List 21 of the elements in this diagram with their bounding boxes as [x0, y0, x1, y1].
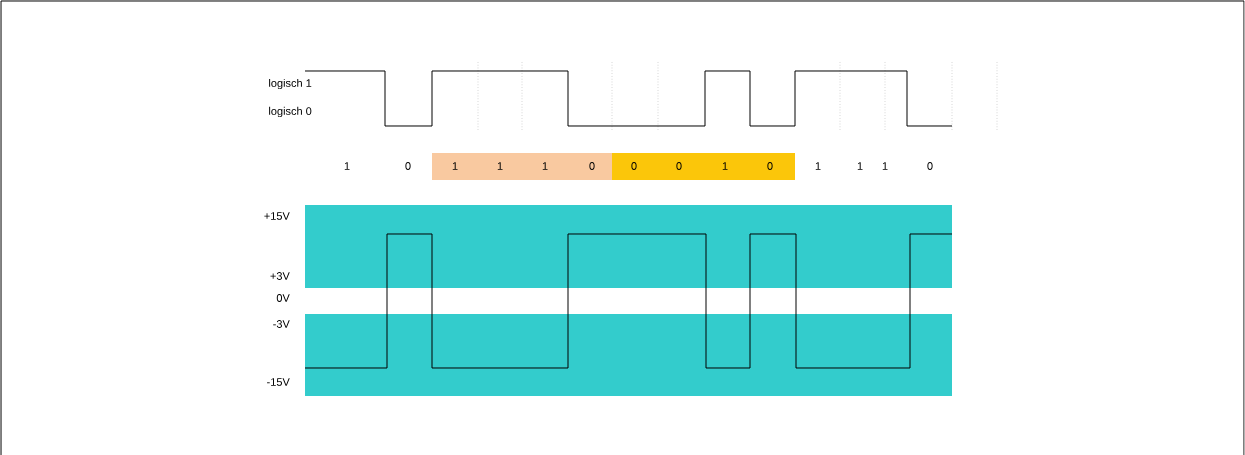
voltage-label: +3V — [270, 272, 290, 280]
bit-value: 1 — [722, 162, 728, 170]
level-label: logisch 1 — [269, 78, 312, 90]
bit-value: 0 — [631, 162, 637, 170]
bit-value: 0 — [589, 162, 595, 170]
bit-value: 1 — [857, 162, 863, 170]
bit-value: 1 — [344, 162, 350, 170]
voltage-label: +15V — [264, 212, 290, 220]
voltage-label: 0V — [276, 294, 290, 302]
voltage-label: -15V — [267, 378, 290, 386]
bit-value: 1 — [452, 162, 458, 170]
bit-value: 1 — [497, 162, 503, 170]
bit-value: 0 — [767, 162, 773, 170]
bit-value: 1 — [815, 162, 821, 170]
bit-value: 1 — [542, 162, 548, 170]
voltage-label: -3V — [273, 320, 290, 328]
level-label: logisch 0 — [269, 106, 312, 118]
bit-value: 0 — [676, 162, 682, 170]
bit-value: 0 — [927, 162, 933, 170]
bit-value: 1 — [882, 162, 888, 170]
bit-value: 0 — [405, 162, 411, 170]
